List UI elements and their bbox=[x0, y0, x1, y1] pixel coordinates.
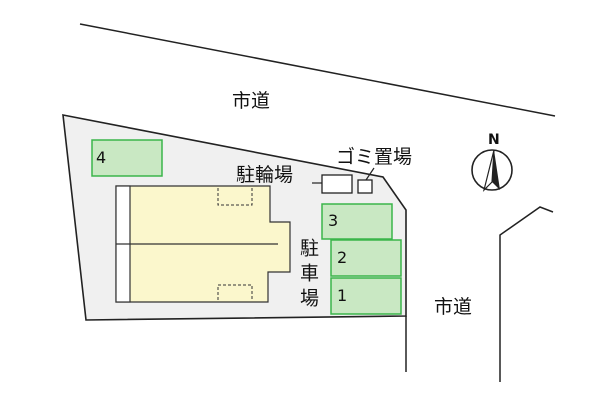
parking-space-1-label: 1 bbox=[337, 286, 348, 305]
parking-area-label: 駐車場 bbox=[297, 238, 319, 313]
bicycle-parking-box bbox=[321, 174, 353, 194]
north-road-edge bbox=[79, 23, 556, 117]
parking-space-4 bbox=[91, 139, 163, 177]
garbage-box bbox=[357, 179, 373, 194]
north-road-label: 市道 bbox=[232, 90, 271, 112]
parking-space-3 bbox=[321, 203, 393, 240]
parking-space-4-label: 4 bbox=[96, 148, 107, 167]
compass-north-label: N bbox=[488, 132, 500, 148]
compass-icon bbox=[471, 149, 513, 192]
parking-space-1 bbox=[330, 277, 402, 315]
east-road-label: 市道 bbox=[434, 296, 473, 318]
parking-space-2 bbox=[330, 239, 402, 277]
parking-space-3-label: 3 bbox=[328, 211, 339, 230]
garbage-area-label: ゴミ置場 bbox=[336, 146, 413, 168]
parking-space-2-label: 2 bbox=[337, 248, 348, 267]
east-road-edge-right bbox=[499, 206, 554, 382]
building bbox=[115, 185, 291, 303]
bicycle-parking-label: 駐輪場 bbox=[236, 164, 294, 186]
garbage-leader-line bbox=[365, 167, 375, 181]
